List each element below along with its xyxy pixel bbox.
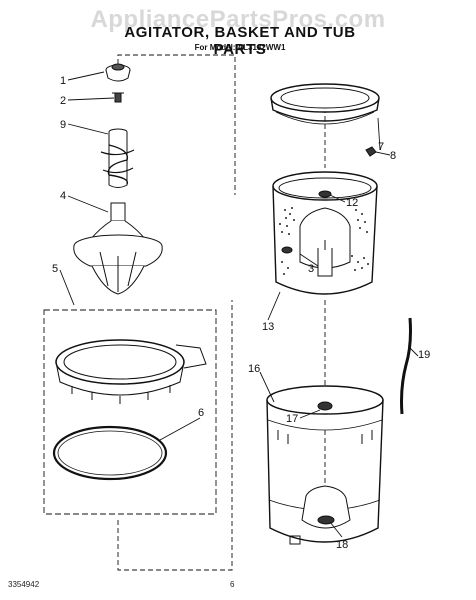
- part-bolt: [112, 92, 124, 103]
- part-agitator-ring: [55, 339, 207, 404]
- part-agitator-cap: [105, 63, 131, 82]
- callout-3: 3: [308, 263, 314, 275]
- callout-19: 19: [418, 349, 430, 361]
- callout-2: 2: [60, 95, 66, 107]
- page-number: 6: [230, 580, 235, 589]
- callout-leaders: [59, 71, 419, 538]
- assembly-box-5: [43, 309, 217, 515]
- diagram-title: AGITATOR, BASKET AND TUB PARTS: [124, 24, 356, 58]
- part-hose: [400, 317, 412, 415]
- callout-13: 13: [262, 321, 274, 333]
- watermark: AppliancePartsPros.com: [90, 6, 386, 33]
- part-screw: [365, 146, 377, 157]
- callout-labels: 1 2 9 4 5 6 7 8 12 3 13 19 16 17 18: [52, 75, 430, 551]
- document-number: 3354942: [8, 580, 40, 589]
- callout-6: 6: [198, 407, 204, 419]
- callout-1: 1: [60, 75, 66, 87]
- part-seal-ring: [52, 425, 168, 481]
- callout-16: 16: [248, 363, 260, 375]
- part-agitator-base: [73, 202, 163, 295]
- callout-5: 5: [52, 263, 58, 275]
- callout-18: 18: [336, 539, 348, 551]
- part-spin-basket: [272, 171, 378, 295]
- callout-4: 4: [60, 190, 66, 202]
- assembly-guide-lines: [117, 54, 326, 571]
- basket-perforations: [279, 207, 369, 275]
- callout-9: 9: [60, 119, 66, 131]
- callout-12: 12: [346, 197, 358, 209]
- callout-7: 7: [378, 141, 384, 153]
- part-balance-ring: [270, 83, 380, 125]
- callout-8: 8: [390, 150, 396, 162]
- model-subtitle: For Model: AL3132WW1: [194, 43, 286, 52]
- part-agitator-auger: [100, 128, 135, 188]
- part-outer-tub: [266, 385, 384, 545]
- callout-17: 17: [286, 413, 298, 425]
